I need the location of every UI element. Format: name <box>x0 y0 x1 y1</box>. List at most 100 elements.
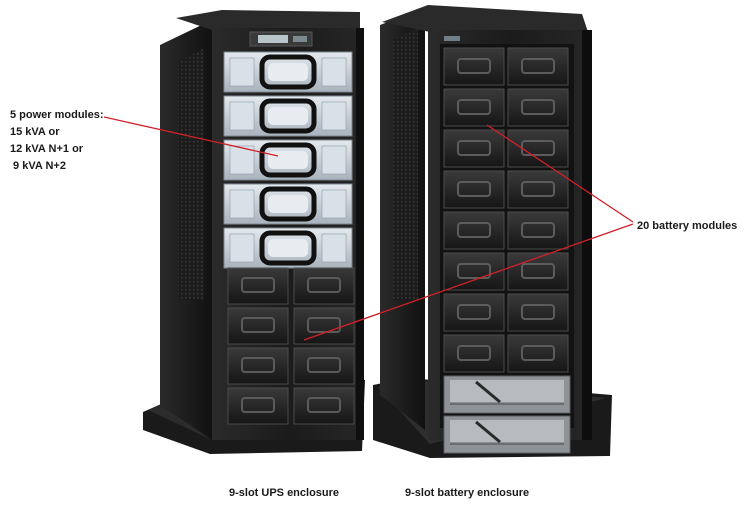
battery-module <box>443 170 505 209</box>
battery-modules-label: 20 battery modules <box>637 220 738 232</box>
battery-module-handle <box>457 304 491 320</box>
battery-module <box>507 211 569 250</box>
battery-module-handle <box>457 263 491 279</box>
battery-module <box>507 129 569 168</box>
ups-battery-module <box>293 347 355 385</box>
ups-battery-module-body <box>227 347 289 385</box>
callout-line-power-modules <box>103 116 279 157</box>
battery-module <box>443 211 505 250</box>
battery-module-body <box>507 47 569 86</box>
battery-enclosure-caption: 9-slot battery enclosure <box>405 487 530 499</box>
battery-module-body <box>443 293 505 332</box>
power-module-handle-inner <box>268 195 308 213</box>
battery-module-handle <box>457 345 491 361</box>
power-module-handle-inner <box>268 107 308 125</box>
battery-module-body <box>443 47 505 86</box>
empty-slot-bracket <box>475 380 501 404</box>
power-module-handle-inner <box>268 151 308 169</box>
power-module-handle-inner <box>268 239 308 257</box>
battery-module <box>443 47 505 86</box>
ups-battery-module-body <box>227 307 289 345</box>
battery-module-body <box>507 88 569 127</box>
empty-slot-bracket <box>475 420 501 444</box>
battery-top <box>382 5 588 32</box>
ups-battery-module <box>227 387 289 425</box>
power-module-handle <box>259 54 317 90</box>
ups-side-vents <box>178 48 204 300</box>
power-module-label-plate-left <box>229 233 255 263</box>
battery-module-body <box>443 88 505 127</box>
ups-battery-module-handle <box>307 317 341 333</box>
power-module-label-plate-left <box>229 57 255 87</box>
ups-battery-module-body <box>293 387 355 425</box>
power-module-handle <box>259 142 317 178</box>
callout-line-ups-battery <box>303 223 634 341</box>
ups-battery-module <box>227 267 289 305</box>
power-module <box>223 227 353 269</box>
ups-battery-module <box>293 267 355 305</box>
battery-module-body <box>443 129 505 168</box>
ups-battery-module-body <box>293 347 355 385</box>
power-module-label-plate-right <box>321 189 347 219</box>
empty-slot-interior <box>450 380 564 402</box>
power-module-handle <box>259 230 317 266</box>
power-modules-label-line-3: 12 kVA N+1 or <box>10 143 84 155</box>
power-module-label-plate-left <box>229 189 255 219</box>
ups-enclosure-caption: 9-slot UPS enclosure <box>229 487 340 499</box>
ups-control-buttons <box>293 36 307 42</box>
power-module-label-plate-left <box>229 101 255 131</box>
battery-module-handle <box>457 58 491 74</box>
battery-module-body <box>443 334 505 373</box>
battery-module-body <box>507 170 569 209</box>
battery-module-handle <box>521 304 555 320</box>
ups-enclosure <box>143 10 365 454</box>
power-modules-label-line-1: 5 power modules: <box>10 109 104 121</box>
ups-battery-module-handle <box>241 357 275 373</box>
battery-module <box>443 88 505 127</box>
power-module <box>223 183 353 225</box>
battery-side-vents <box>393 28 418 300</box>
power-module <box>223 139 353 181</box>
battery-module-handle <box>521 263 555 279</box>
battery-module-handle <box>457 140 491 156</box>
battery-module <box>507 293 569 332</box>
battery-right-edge <box>582 30 592 440</box>
battery-module-body <box>443 170 505 209</box>
battery-module-handle <box>521 58 555 74</box>
power-module-label-plate-right <box>321 145 347 175</box>
ups-battery-module-handle <box>241 397 275 413</box>
battery-module <box>507 170 569 209</box>
battery-module-body <box>507 129 569 168</box>
battery-module <box>443 334 505 373</box>
power-module-label-plate-left <box>229 145 255 175</box>
battery-module-body <box>507 252 569 291</box>
ups-top <box>176 10 360 30</box>
power-module <box>223 51 353 93</box>
battery-module <box>443 252 505 291</box>
battery-module-body <box>507 334 569 373</box>
power-module-label-plate-right <box>321 101 347 131</box>
battery-module-handle <box>457 181 491 197</box>
battery-module <box>507 88 569 127</box>
battery-module-body <box>443 211 505 250</box>
battery-module <box>443 293 505 332</box>
empty-slot <box>443 415 571 454</box>
ups-battery-module <box>293 387 355 425</box>
battery-module-body <box>443 252 505 291</box>
power-module-handle <box>259 186 317 222</box>
battery-module <box>443 129 505 168</box>
ups-battery-module-handle <box>307 357 341 373</box>
power-modules-label-line-2: 15 kVA or <box>10 126 60 138</box>
battery-module-handle <box>457 99 491 115</box>
ups-battery-module-handle <box>241 317 275 333</box>
ups-battery-module <box>227 347 289 385</box>
battery-module-body <box>507 293 569 332</box>
battery-module-body <box>507 211 569 250</box>
battery-module <box>507 334 569 373</box>
empty-slot-interior <box>450 420 564 442</box>
ups-battery-module-body <box>293 267 355 305</box>
battery-module-handle <box>521 181 555 197</box>
battery-enclosure <box>373 5 612 458</box>
ups-lcd-display <box>258 35 288 43</box>
battery-module <box>507 252 569 291</box>
